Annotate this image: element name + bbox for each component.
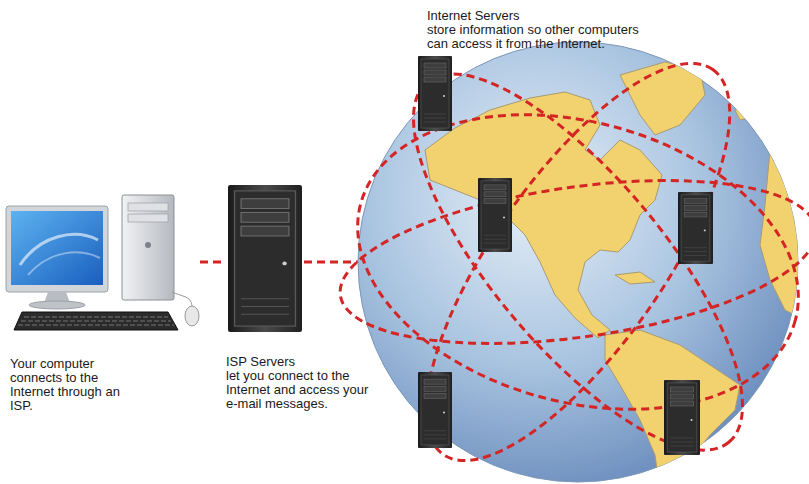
computer-tower — [122, 195, 174, 300]
north-america — [425, 92, 662, 338]
globe-sphere — [358, 42, 798, 482]
island — [735, 106, 756, 120]
mouse-cord — [172, 292, 192, 306]
caption-heading: Internet Servers — [427, 9, 651, 23]
greenland — [620, 62, 705, 135]
isp-link-line — [304, 261, 358, 264]
isp-server — [228, 185, 302, 332]
computer-node: Your computer connects to the Internet t… — [6, 192, 200, 413]
monitor-base — [29, 301, 85, 309]
key-row — [24, 317, 168, 318]
power-button — [145, 242, 151, 248]
internet-server — [478, 178, 512, 252]
keyboard — [14, 312, 178, 330]
key-row — [21, 321, 171, 322]
caption-text: let you connect to the Internet and acce… — [226, 369, 376, 411]
caption-text: store information so other computers can… — [427, 23, 651, 51]
internet-server — [678, 192, 713, 264]
drive-bay — [128, 214, 168, 222]
isp-server-node: ISP Serverslet you connect to the Intern… — [224, 183, 378, 411]
orbit-line — [374, 21, 783, 484]
internet-server — [418, 56, 452, 131]
monitor-screen — [11, 211, 103, 285]
caption-text: Your computer connects to the Internet t… — [10, 357, 140, 413]
island — [615, 272, 655, 284]
drive-bay — [128, 203, 168, 211]
label-group: Internet Serversstore information so oth… — [427, 9, 651, 51]
continents — [425, 62, 805, 484]
mouse — [185, 306, 199, 326]
screen-swirl — [28, 252, 100, 275]
south-america — [605, 330, 740, 484]
desktop-computer — [6, 195, 199, 330]
internet-server — [664, 380, 700, 455]
monitor-bezel — [6, 206, 108, 292]
orbit-lines — [324, 21, 809, 484]
key-row — [18, 325, 174, 326]
globe — [358, 42, 805, 484]
connection-line — [200, 261, 224, 264]
internet-servers — [418, 56, 713, 455]
internet-server — [418, 372, 452, 448]
caption-heading: ISP Servers — [226, 355, 376, 369]
screen-swirl — [20, 234, 98, 265]
orbit-line — [324, 69, 809, 456]
